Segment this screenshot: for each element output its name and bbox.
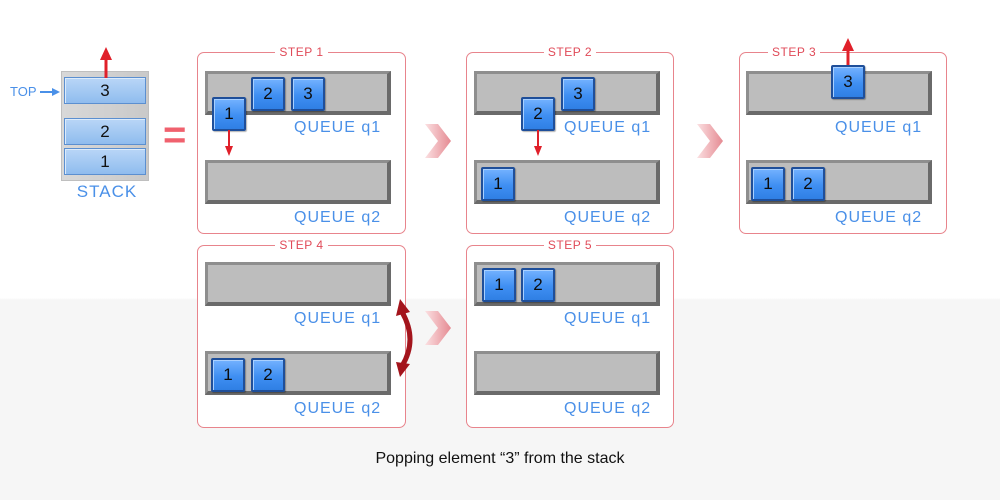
stack-element-3: 3	[64, 77, 146, 104]
stack-label: STACK	[76, 182, 138, 201]
next-step-chevron-icon-2	[697, 124, 723, 158]
step-3-q2-element-2: 2	[791, 167, 825, 201]
stack-element-1: 1	[64, 148, 146, 175]
step-1-q1-element-2: 2	[251, 77, 285, 111]
step-2-queue-q1-label: QUEUE q1	[564, 119, 652, 136]
step-5-queue-q2-label: QUEUE q2	[564, 400, 652, 417]
step-1-queue-q2-label: QUEUE q2	[294, 209, 382, 226]
step-5-q1-element-2: 2	[521, 268, 555, 302]
top-pointer-label: TOP	[10, 84, 37, 99]
step-1-title: STEP 1	[275, 45, 328, 59]
equals-sign: =	[163, 113, 187, 157]
step-3-title: STEP 3	[768, 45, 821, 59]
step-2-title: STEP 2	[543, 45, 597, 59]
step-4-q2-element-2: 2	[251, 358, 285, 392]
step-4-queue-q1-label: QUEUE q1	[294, 310, 382, 327]
diagram-caption: Popping element “3” from the stack	[375, 450, 625, 467]
next-step-chevron-icon-1	[425, 124, 451, 158]
step-3-queue-q2-label: QUEUE q2	[835, 209, 923, 226]
step-4-queue-q2-label: QUEUE q2	[294, 400, 382, 417]
step-5-title: STEP 5	[543, 238, 597, 252]
top-pointer-arrow-icon	[40, 88, 60, 96]
step-3-element-3-popped: 3	[831, 65, 865, 99]
step-1-queue-q2-bar	[205, 160, 391, 204]
step-3-queue-q1-label: QUEUE q1	[835, 119, 923, 136]
step-5-queue-q1-label: QUEUE q1	[564, 310, 652, 327]
step-3-q2-element-1: 1	[751, 167, 785, 201]
step-2-q1-element-3: 3	[561, 77, 595, 111]
step-4-queue-q1-bar	[205, 262, 391, 306]
step-5-q1-element-1: 1	[482, 268, 516, 302]
step-2-queue-q2-label: QUEUE q2	[564, 209, 652, 226]
step-1-q1-element-3: 3	[291, 77, 325, 111]
step-1-queue-q1-label: QUEUE q1	[294, 119, 382, 136]
step-5-queue-q2-bar	[474, 351, 660, 395]
next-step-chevron-icon-3	[425, 311, 451, 345]
stack-element-2: 2	[64, 118, 146, 145]
step-2-q1-element-2-dequeued: 2	[521, 97, 555, 131]
step-4-q2-element-1: 1	[211, 358, 245, 392]
step-4-title: STEP 4	[275, 238, 328, 252]
step-2-q2-element-1: 1	[481, 167, 515, 201]
step-1-q1-element-1-dequeued: 1	[212, 97, 246, 131]
